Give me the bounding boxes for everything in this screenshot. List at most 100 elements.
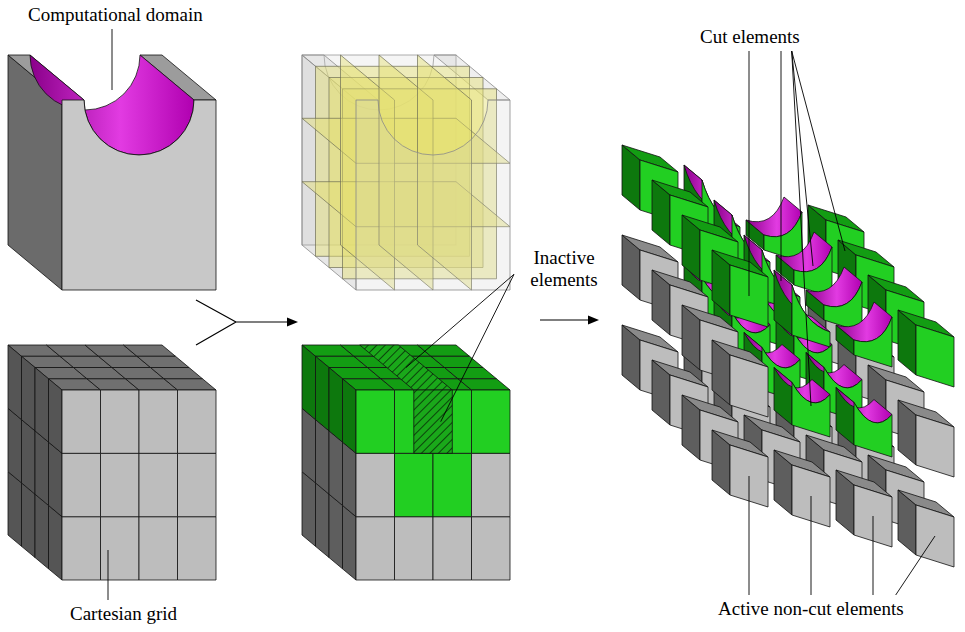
cell-top xyxy=(445,368,497,379)
cut-element xyxy=(712,250,768,327)
cell-front xyxy=(730,355,768,417)
cell-side xyxy=(343,505,357,580)
cell-side xyxy=(343,379,357,454)
cell-side xyxy=(302,408,316,483)
cut-element xyxy=(836,388,892,458)
leader-line xyxy=(792,51,813,266)
cell-front xyxy=(356,390,395,453)
annotation-label: Computational domain xyxy=(28,4,203,26)
cell-front xyxy=(433,453,472,516)
cell-side xyxy=(329,494,343,569)
cell-side xyxy=(329,368,343,443)
cell-front xyxy=(395,453,434,516)
leader-line xyxy=(749,51,750,296)
non-cut-element xyxy=(898,490,954,567)
cell-front xyxy=(178,517,217,580)
cell-front xyxy=(101,517,140,580)
cell-front xyxy=(139,390,178,453)
cell-side xyxy=(35,368,49,443)
leader-group xyxy=(108,29,935,600)
cell-front xyxy=(472,517,511,580)
cartesian-grid xyxy=(8,345,216,580)
cell-front xyxy=(101,453,140,516)
non-cut-element xyxy=(774,450,830,527)
cell-side xyxy=(316,420,330,495)
front-face xyxy=(356,100,510,290)
annotation-label: Cartesian grid xyxy=(70,603,177,625)
cell-top xyxy=(151,368,203,379)
cell-front xyxy=(916,325,954,387)
non-cut-element xyxy=(712,430,768,507)
leader-line xyxy=(749,476,750,595)
cell-front xyxy=(472,453,511,516)
cell-side xyxy=(49,442,63,517)
cell-side xyxy=(49,505,63,580)
non-cut-element xyxy=(898,400,954,477)
cell-front xyxy=(62,390,101,453)
cell-front xyxy=(433,517,472,580)
cell-front xyxy=(356,517,395,580)
cell-side xyxy=(316,483,330,558)
cell-front xyxy=(101,390,140,453)
cell-side xyxy=(8,408,22,483)
leader-line xyxy=(896,536,935,595)
figure-group xyxy=(8,55,954,580)
annotation-label: Inactive elements xyxy=(518,247,610,291)
process-arrow xyxy=(196,300,599,345)
cell-front xyxy=(395,517,434,580)
arrow-head xyxy=(287,318,298,327)
cell-front xyxy=(139,453,178,516)
cell-side xyxy=(343,442,357,517)
leader-line xyxy=(811,496,812,595)
leader-line xyxy=(792,51,811,406)
solid-domain xyxy=(8,55,216,290)
cell-side xyxy=(35,431,49,506)
cell-front xyxy=(854,403,892,458)
leader-line xyxy=(441,274,514,421)
cell-front xyxy=(62,453,101,516)
merge-line xyxy=(196,300,289,345)
cell-side xyxy=(302,345,316,420)
leader-line xyxy=(112,29,113,90)
cell-front xyxy=(62,517,101,580)
annotation-label: Cut elements xyxy=(700,26,800,48)
inactive-hatch xyxy=(414,390,453,453)
cell-side xyxy=(49,379,63,454)
leader-line xyxy=(792,51,845,251)
cell-side xyxy=(22,356,36,431)
leader-line xyxy=(108,550,109,600)
cell-front xyxy=(916,415,954,477)
grid-overlay xyxy=(302,55,510,290)
cell-front xyxy=(472,390,511,453)
leader-line xyxy=(406,274,514,367)
cut-element xyxy=(774,368,830,438)
cell-front xyxy=(178,390,217,453)
annotation-label: Active non-cut elements xyxy=(718,598,904,620)
cell-side xyxy=(8,472,22,547)
cell-side xyxy=(8,345,22,420)
cell-side xyxy=(302,472,316,547)
cell-side xyxy=(22,483,36,558)
cell-front xyxy=(854,317,892,367)
arrow-line xyxy=(540,319,590,320)
arrow-head xyxy=(588,316,599,325)
cartesian-grid xyxy=(302,345,510,580)
cell-front xyxy=(178,453,217,516)
cell-front xyxy=(356,453,395,516)
cell-front xyxy=(792,383,830,438)
cell-side xyxy=(316,356,330,431)
front-face xyxy=(62,100,216,290)
leader-line xyxy=(873,516,874,595)
cut-element xyxy=(774,270,830,347)
cell-top xyxy=(164,379,216,390)
cut-element xyxy=(836,302,892,367)
cell-top xyxy=(431,356,483,367)
cell-top xyxy=(137,356,189,367)
cell-side xyxy=(22,420,36,495)
non-cut-element xyxy=(712,340,768,417)
cell-front xyxy=(792,285,830,347)
cell-top xyxy=(124,345,176,356)
cell-top xyxy=(458,379,510,390)
cut-element xyxy=(898,310,954,387)
